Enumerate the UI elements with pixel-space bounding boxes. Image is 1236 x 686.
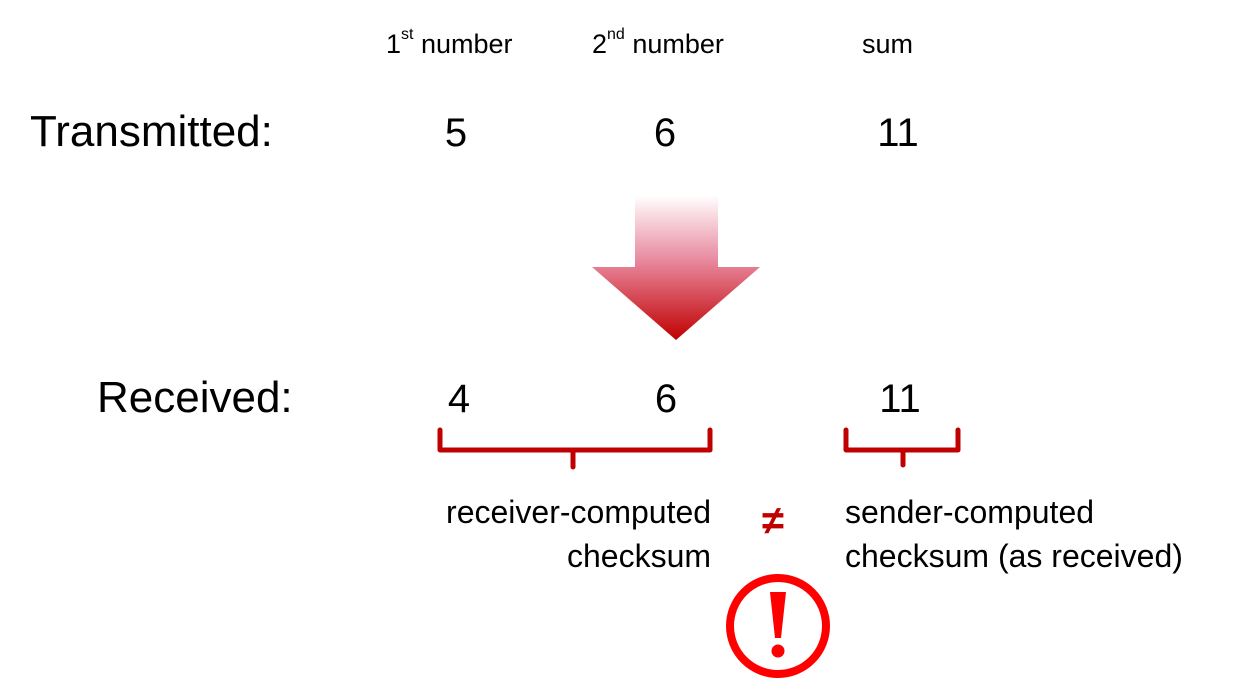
transmitted-sum: 11	[877, 111, 919, 155]
brace-sender-checksum	[843, 427, 961, 468]
exclamation-alert-icon	[726, 574, 830, 678]
brace-receiver-values	[437, 427, 713, 470]
column-header-sum: sum	[862, 29, 914, 59]
transmitted-first-number: 5	[444, 111, 468, 155]
receiver-checksum-caption: receiver-computed checksum	[420, 490, 711, 578]
column-header-second-number: 2nd number	[592, 26, 724, 60]
transmitted-second-number: 6	[653, 111, 677, 155]
row-label-transmitted: Transmitted:	[30, 107, 273, 156]
received-first-number: 4	[447, 377, 471, 421]
column-header-first-number: 1st number	[386, 26, 513, 60]
received-sum: 11	[879, 377, 921, 421]
not-equal-icon: ≠	[762, 499, 784, 543]
received-second-number: 6	[654, 377, 678, 421]
sender-caption-line2: checksum (as received)	[845, 538, 1183, 574]
sender-checksum-caption: sender-computed checksum (as received)	[845, 490, 1183, 578]
row-label-received: Received:	[97, 373, 293, 422]
receiver-caption-line1: receiver-computed	[446, 494, 712, 530]
receiver-caption-line2: checksum	[567, 538, 712, 574]
sender-caption-line1: sender-computed	[845, 494, 1095, 530]
down-arrow-icon	[592, 195, 760, 340]
